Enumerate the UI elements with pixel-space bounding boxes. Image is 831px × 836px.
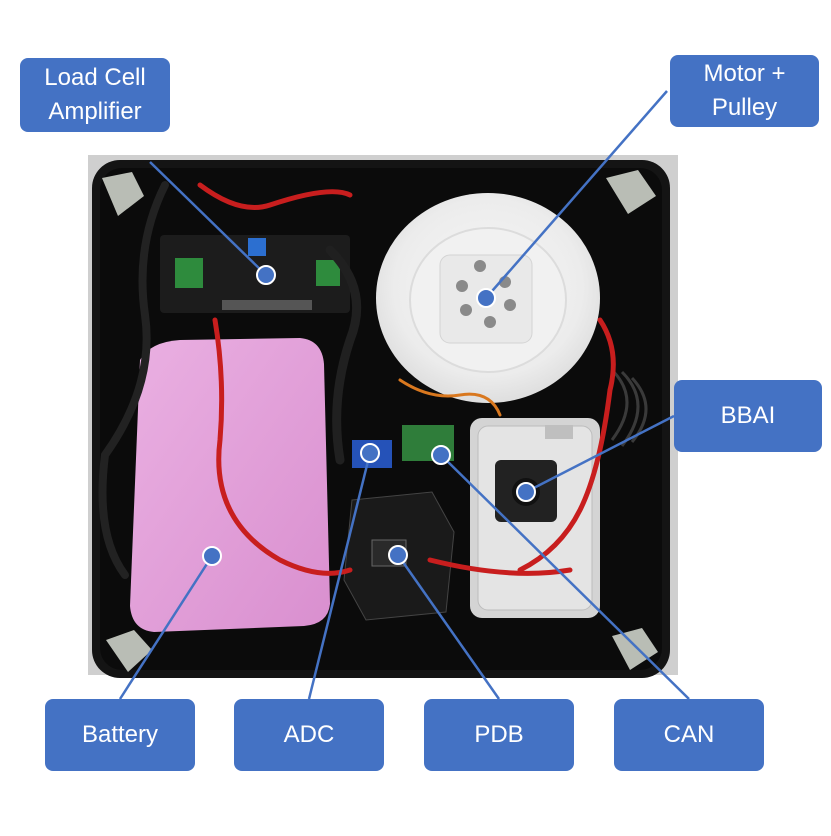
leader-line-can	[440, 454, 690, 700]
leader-line-load-cell	[149, 161, 267, 276]
load-cell-amplifier-board	[160, 235, 350, 313]
wiring	[98, 181, 616, 579]
dot-motor	[476, 288, 496, 308]
leader-dots	[202, 265, 536, 566]
leader-line-pdb	[396, 554, 501, 700]
dot-pdb	[388, 545, 408, 565]
label-can: CAN	[614, 699, 764, 771]
bbai-board	[470, 418, 600, 618]
label-bbai: BBAI	[674, 380, 822, 452]
dot-adc	[360, 443, 380, 463]
label-battery: Battery	[45, 699, 195, 771]
leader-line-adc	[307, 452, 372, 700]
leader-line-bbai	[525, 414, 675, 494]
label-adc: ADC	[234, 699, 384, 771]
dot-load-cell	[256, 265, 276, 285]
label-pdb: PDB	[424, 699, 574, 771]
dot-can	[431, 445, 451, 465]
leader-lines	[118, 90, 690, 700]
battery-pack	[130, 338, 330, 632]
leader-line-battery	[118, 555, 214, 700]
dot-bbai	[516, 482, 536, 502]
corner-brackets	[102, 170, 658, 672]
dot-battery	[202, 546, 222, 566]
label-motor-pulley: Motor + Pulley	[670, 55, 819, 127]
leader-line-motor	[485, 90, 668, 299]
label-load-cell-amplifier: Load Cell Amplifier	[20, 58, 170, 132]
